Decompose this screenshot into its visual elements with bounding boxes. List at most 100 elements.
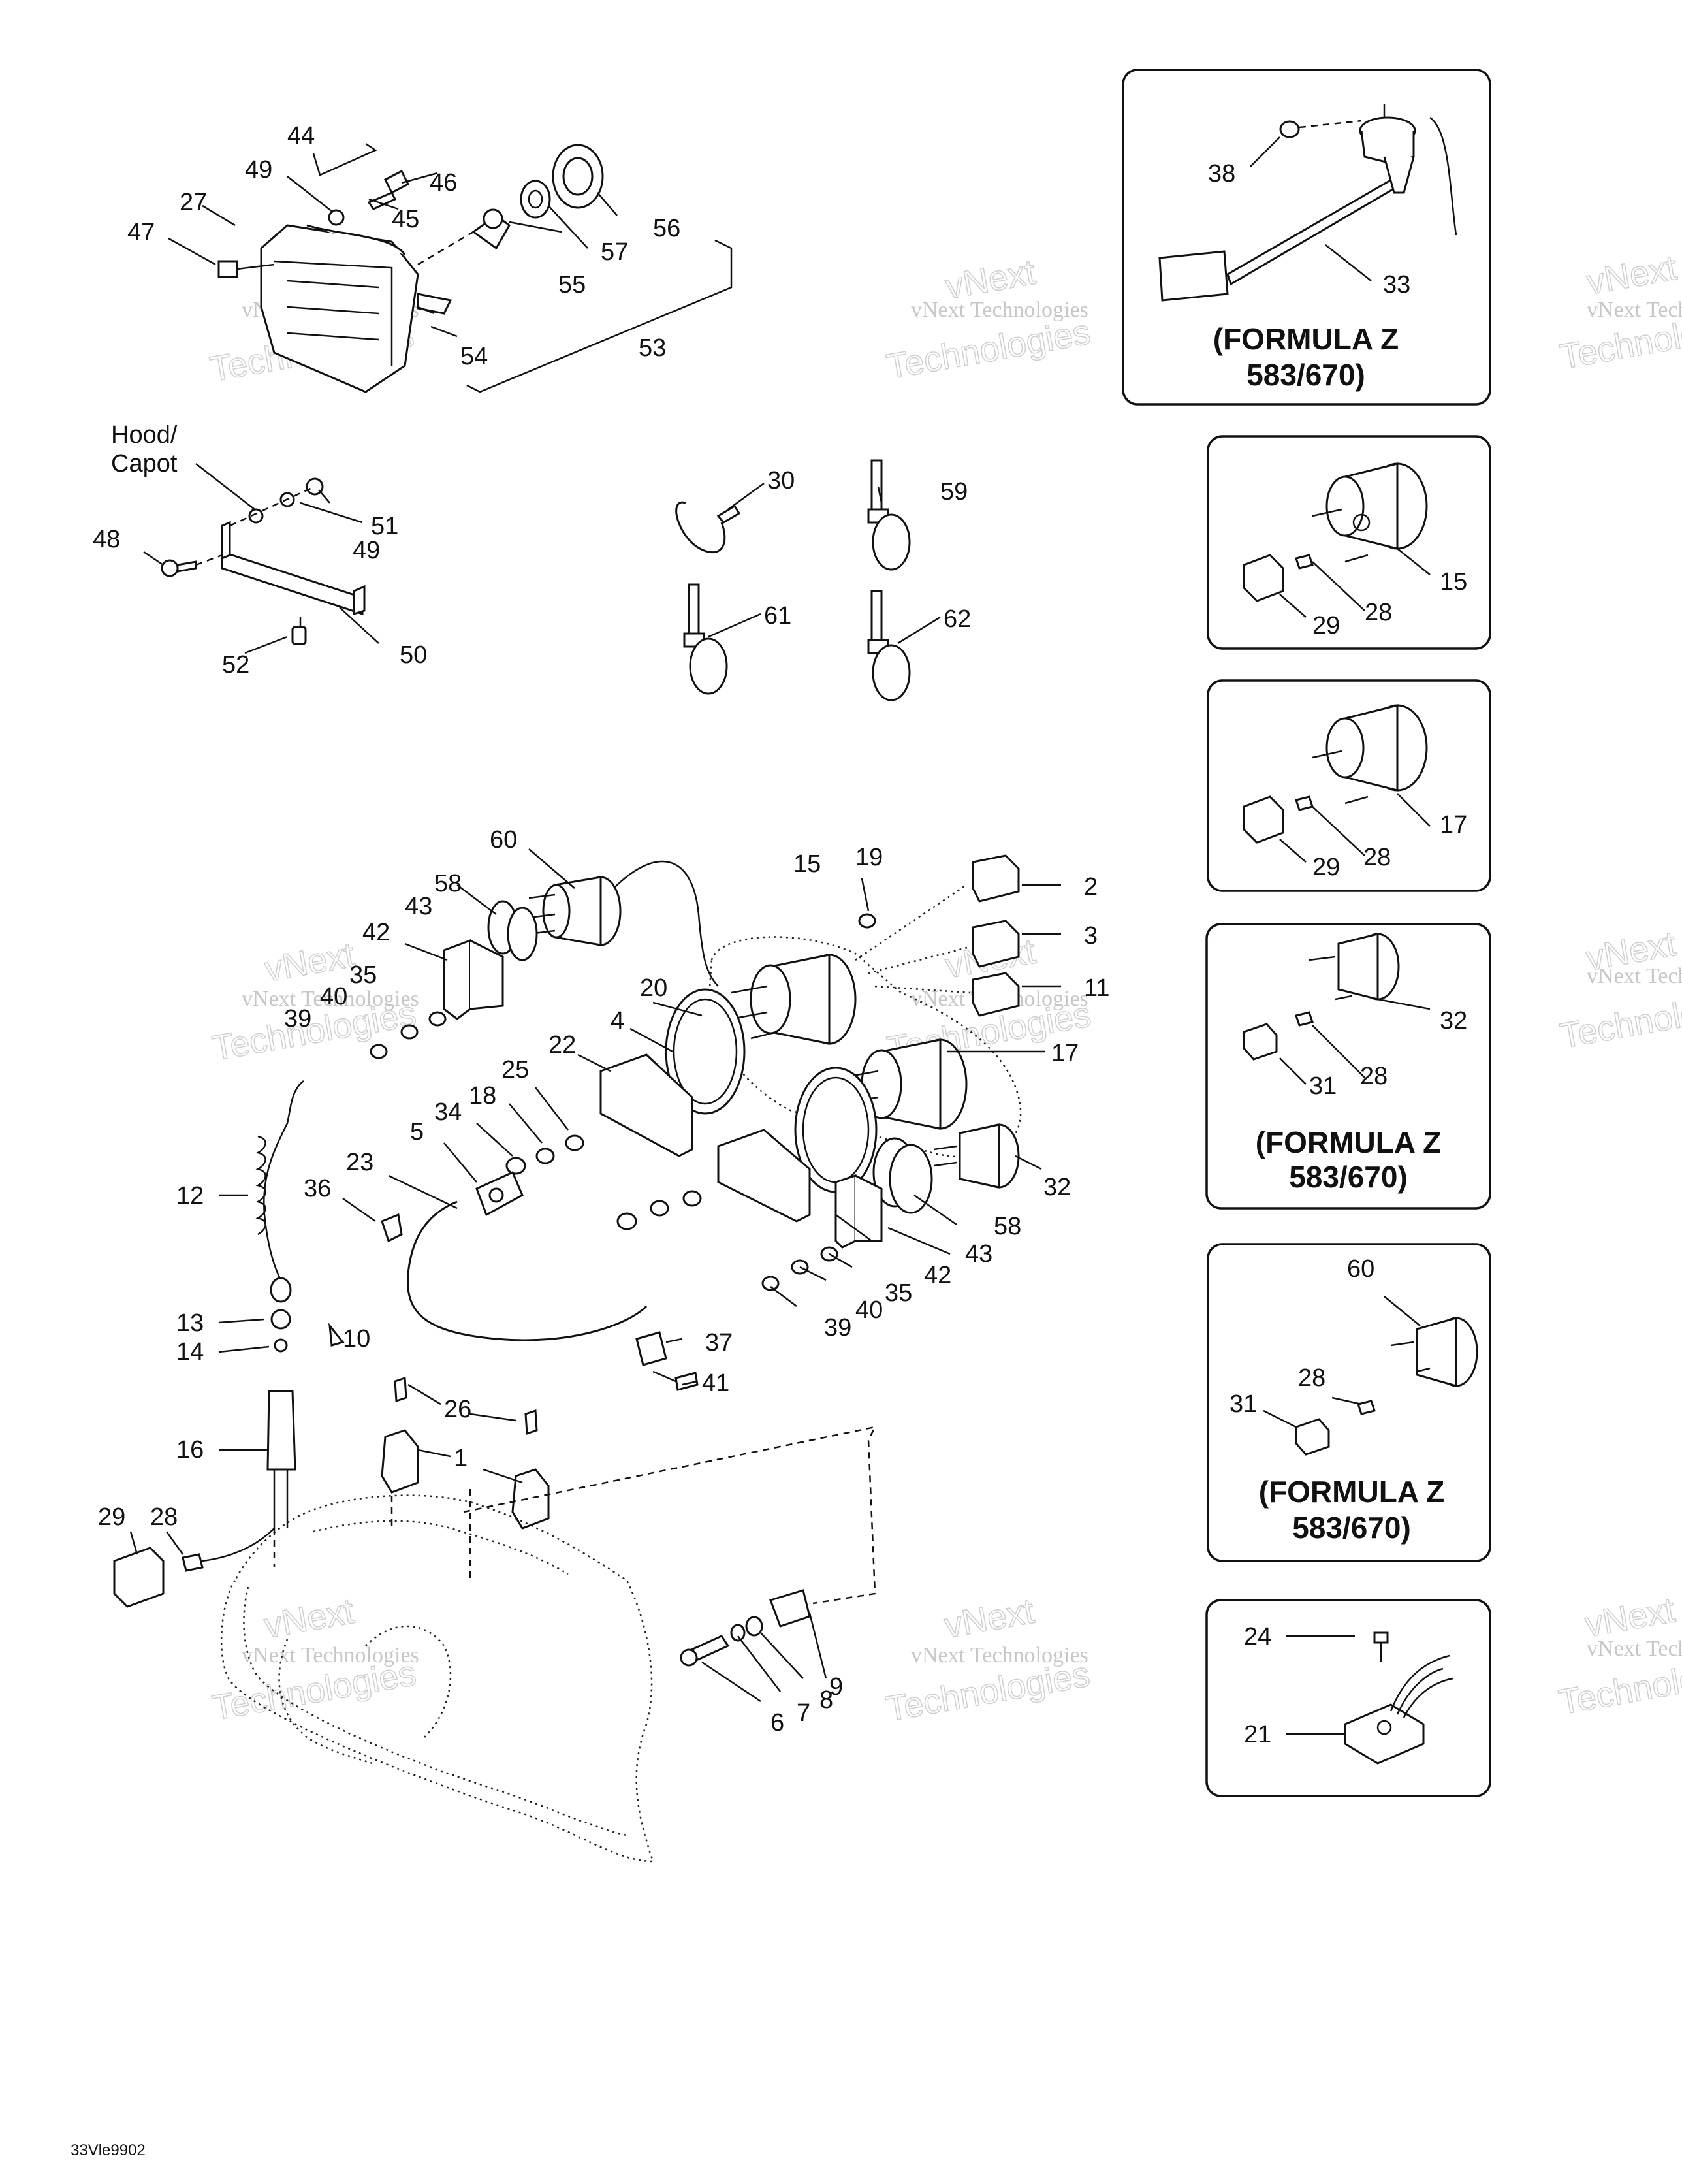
inset-formula-z-sender: (FORMULA Z 583/670) xyxy=(1122,69,1491,406)
callout: 19 xyxy=(855,844,883,871)
callout: 23 xyxy=(346,1149,373,1176)
formula-note-line2: 583/670) xyxy=(1246,358,1365,392)
callout: 3 xyxy=(1084,922,1098,950)
callout-numbers: 44 49 46 27 45 47 56 57 55 54 53 Hood/ C… xyxy=(93,122,1467,1748)
callout: 48 xyxy=(93,526,120,553)
watermark-line: vNext Technologies xyxy=(242,987,419,1011)
callout: 35 xyxy=(349,961,377,989)
callout: 53 xyxy=(639,334,666,362)
watermark-line: vNext Technologies xyxy=(911,1643,1088,1667)
inset-gauge-60: (FORMULA Z 583/670) xyxy=(1207,1243,1491,1562)
body-outline xyxy=(220,1494,654,1863)
callout: 43 xyxy=(405,893,432,920)
hood-bracket xyxy=(161,477,366,645)
callout: 9 xyxy=(829,1673,843,1701)
inset-callout: 31 xyxy=(1230,1390,1257,1418)
watermark-line: vNext Technologies xyxy=(1587,298,1682,322)
watermark-group: vNext Technologies vNext Technologies vN… xyxy=(206,248,1682,1729)
callout: 45 xyxy=(392,206,419,233)
watermark-outline: Technologies xyxy=(883,312,1093,387)
callout: 4 xyxy=(611,1007,624,1035)
formula-note-line2: 583/670) xyxy=(1292,1511,1411,1545)
callout: 32 xyxy=(1043,1174,1071,1201)
watermark-outline: vNext xyxy=(1584,248,1679,302)
watermark-line: vNext Technologies xyxy=(242,1643,419,1667)
callout: 6 xyxy=(770,1709,784,1737)
formula-note-line1: (FORMULA Z xyxy=(1256,1125,1441,1159)
callout: 34 xyxy=(434,1099,462,1126)
callout: 51 xyxy=(371,513,398,540)
formula-note-line2: 583/670) xyxy=(1289,1160,1408,1194)
callout: 54 xyxy=(460,343,488,370)
callout: 47 xyxy=(127,219,155,246)
callout: 52 xyxy=(222,651,249,679)
hood-label-line2: Capot xyxy=(111,450,178,477)
inset-callout: 15 xyxy=(1440,568,1467,596)
callout: 60 xyxy=(490,826,517,854)
inset-tachometer xyxy=(1207,435,1491,650)
callout: 55 xyxy=(558,271,586,298)
formula-note-line1: (FORMULA Z xyxy=(1213,322,1399,356)
callout: 44 xyxy=(287,122,315,150)
instrument-cluster xyxy=(370,854,1022,1391)
inset-speedometer xyxy=(1207,679,1491,892)
callout: 37 xyxy=(705,1329,733,1357)
callout: 39 xyxy=(284,1005,311,1033)
callout: 17 xyxy=(1051,1040,1079,1067)
watermark-outline: vNext xyxy=(942,1592,1037,1646)
inset-callout: 31 xyxy=(1309,1072,1337,1100)
callout: 14 xyxy=(176,1338,204,1366)
callout: 35 xyxy=(885,1279,912,1307)
callout: 27 xyxy=(180,189,207,216)
callout: 49 xyxy=(245,156,272,184)
callout: 2 xyxy=(1084,873,1098,901)
inset-callout: 33 xyxy=(1383,271,1410,298)
hood-label-line1: Hood/ xyxy=(111,421,178,449)
callout: 40 xyxy=(855,1296,883,1324)
inset-callout: 29 xyxy=(1312,612,1340,639)
watermark-outline: Technologies xyxy=(1557,982,1682,1056)
inset-callout: 38 xyxy=(1208,160,1235,187)
callout: 40 xyxy=(320,983,347,1010)
inset-callout: 32 xyxy=(1440,1007,1467,1035)
callout: 28 xyxy=(150,1503,178,1531)
callout: 30 xyxy=(767,467,795,494)
formula-note-line1: (FORMULA Z xyxy=(1259,1475,1444,1509)
inset-callout: 29 xyxy=(1312,854,1340,881)
callout: 5 xyxy=(410,1118,424,1146)
callout: 57 xyxy=(601,238,628,266)
inset-callout: 24 xyxy=(1244,1623,1271,1650)
callout: 11 xyxy=(1084,974,1109,1002)
inset-callout: 21 xyxy=(1244,1721,1271,1748)
callout: 36 xyxy=(304,1175,331,1202)
callout: 8 xyxy=(819,1686,833,1714)
watermark-line: vNext Technologies xyxy=(1587,1637,1682,1661)
inset-callout: 60 xyxy=(1347,1255,1374,1283)
inset-gauge-32: (FORMULA Z 583/670) xyxy=(1205,923,1491,1210)
callout: 22 xyxy=(548,1031,576,1059)
cable-ties xyxy=(675,459,911,701)
callout: 15 xyxy=(793,850,821,878)
callout: 12 xyxy=(176,1182,204,1210)
callout: 49 xyxy=(353,537,380,564)
callout: 39 xyxy=(824,1314,851,1341)
headlight-assembly xyxy=(217,142,733,393)
inset-callout: 28 xyxy=(1363,844,1391,871)
callout: 18 xyxy=(469,1082,496,1110)
callout: 16 xyxy=(176,1436,204,1464)
callout: 20 xyxy=(640,974,667,1002)
figure-code: 33Vle9902 xyxy=(71,2142,146,2159)
sensor-harness xyxy=(113,1080,877,1667)
leader-lines xyxy=(129,136,1431,1735)
inset-callout: 28 xyxy=(1365,599,1392,626)
callout: 43 xyxy=(965,1240,992,1268)
callout: 1 xyxy=(454,1445,468,1472)
callout: 58 xyxy=(994,1213,1021,1240)
callout: 26 xyxy=(444,1396,471,1423)
callout: 56 xyxy=(653,215,680,242)
inset-callout: 28 xyxy=(1360,1063,1388,1090)
callout: 46 xyxy=(430,169,457,197)
callout: 59 xyxy=(940,478,968,506)
callout: 13 xyxy=(176,1309,204,1337)
